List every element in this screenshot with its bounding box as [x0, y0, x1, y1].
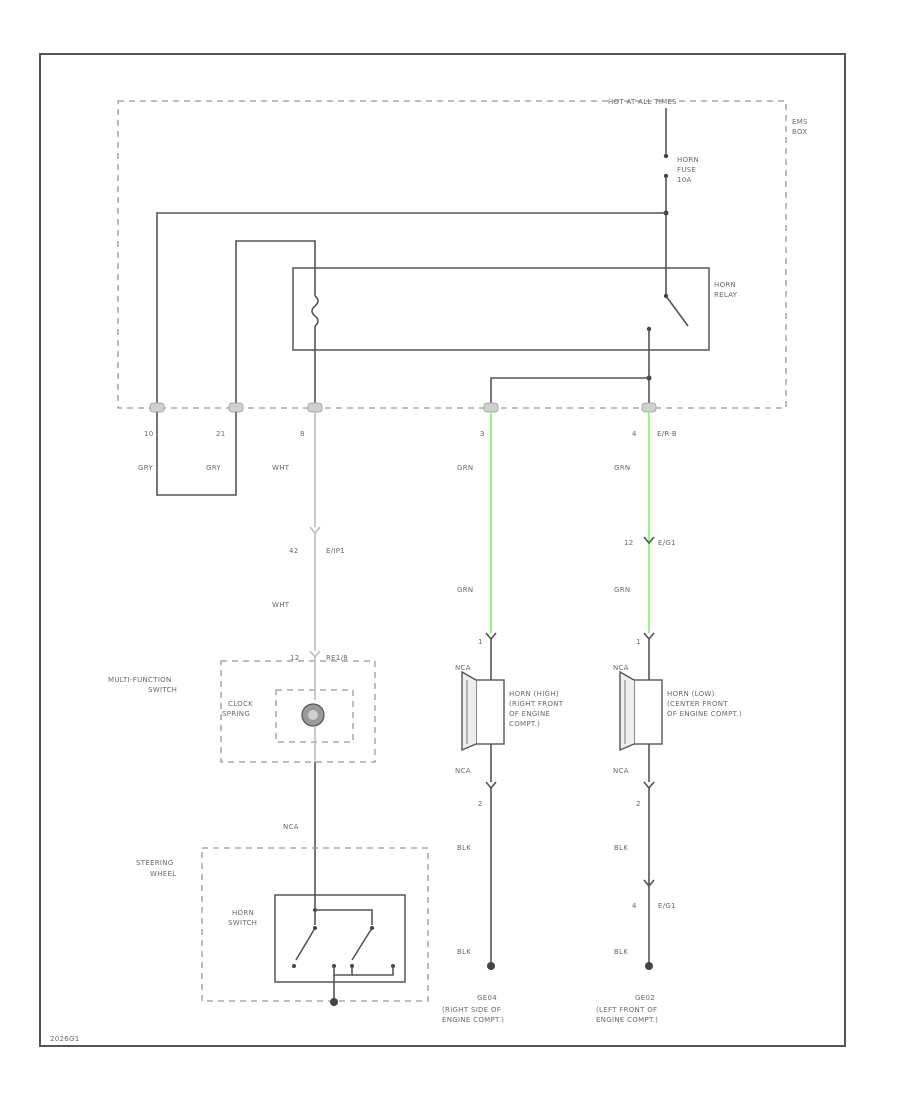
multifunction-switch-outline	[220, 660, 376, 763]
horn-relay-label-1: HORN	[714, 281, 736, 289]
relay-switch-blade	[665, 295, 689, 327]
clock-spring-icon-inner	[308, 710, 318, 720]
horn-high-pin-bot: 2	[478, 800, 483, 808]
ground-ge04-line1: (RIGHT SIDE OF	[442, 1006, 501, 1014]
horn-fuse-terminal-top	[663, 153, 669, 159]
connector-pin21	[228, 402, 244, 413]
wire-color-gry-21: GRY	[206, 464, 221, 472]
pin-connector-e-r-b: E/R-B	[657, 430, 677, 438]
connector-c3-pin: 12	[624, 539, 634, 547]
connector-e-g1-symbol	[643, 536, 655, 545]
ground-ge02-id: GE02	[635, 994, 655, 1002]
wire-color-wht-top: WHT	[272, 464, 290, 472]
wire-pin21-coil	[235, 240, 316, 406]
horn-high-label-4: COMPT.)	[509, 720, 540, 728]
ems-box-label-2: BOX	[792, 128, 807, 136]
wire-color-wht-mid: WHT	[272, 601, 290, 609]
pin-label-21: 21	[216, 430, 226, 438]
multifunction-switch-label-2: SWITCH	[148, 686, 177, 694]
horn-high-terminal-bottom	[485, 781, 497, 790]
horn-high-icon	[461, 639, 505, 782]
horn-high-label-1: HORN (HIGH)	[509, 690, 559, 698]
clock-spring-label-2: SPRING	[222, 710, 250, 718]
horn-fuse-label-3: 10A	[677, 176, 692, 184]
horn-fuse-label-1: HORN	[677, 156, 699, 164]
pin-label-4: 4	[632, 430, 637, 438]
connector-c3-name: E/G1	[658, 539, 676, 547]
wire-pin3-feed	[490, 377, 649, 406]
ems-connector-pins	[149, 402, 657, 413]
wire-color-grn-3-mid: GRN	[457, 586, 473, 594]
wire-color-gry-10: GRY	[138, 464, 153, 472]
pin-label-3: 3	[480, 430, 485, 438]
ground-ge04-dot	[487, 962, 495, 970]
ground-ge02-line1: (LEFT FRONT OF	[596, 1006, 657, 1014]
wire-color-grn-4-top: GRN	[614, 464, 630, 472]
horn-low-label-1: HORN (LOW)	[667, 690, 715, 698]
horn-fuse-label-2: FUSE	[677, 166, 696, 174]
wire-color-nca-high-top: NCA	[455, 664, 471, 672]
pin-label-8: 8	[300, 430, 305, 438]
connector-e-g1-lower-symbol	[643, 879, 655, 888]
ems-box-outline	[117, 100, 787, 409]
connector-pin4	[641, 402, 657, 413]
horn-low-label-3: OF ENGINE COMPT.)	[667, 710, 742, 718]
wire-color-nca-low-top: NCA	[613, 664, 629, 672]
horn-relay-label-2: RELAY	[714, 291, 738, 299]
wire-color-nca-low-bot: NCA	[613, 767, 629, 775]
wire-color-blk-high-bot: BLK	[457, 948, 471, 956]
wire-color-grn-4-mid: GRN	[614, 586, 630, 594]
connector-pin10	[149, 402, 165, 413]
horn-high-label-3: OF ENGINE	[509, 710, 550, 718]
connector-c1-name: E/IP1	[326, 547, 345, 555]
ems-box-label-1: EMS	[792, 118, 808, 126]
horn-low-terminal-top	[643, 632, 655, 641]
horn-low-terminal-bottom	[643, 781, 655, 790]
wire-color-grn-3-top: GRN	[457, 464, 473, 472]
connector-re1-8-symbol	[309, 650, 321, 659]
footer-code: 2026G1	[50, 1035, 80, 1043]
horn-switch-box	[274, 894, 406, 983]
steering-wheel-outline	[201, 847, 429, 1002]
pin-label-10: 10	[144, 430, 154, 438]
horn-low-label-2: (CENTER FRONT	[667, 700, 728, 708]
wire-color-nca-clock: NCA	[283, 823, 299, 831]
connector-c1-pin: 42	[289, 547, 299, 555]
horn-switch-contacts	[292, 908, 395, 1006]
wire-pin10-feed	[156, 212, 666, 406]
wire-color-nca-high-bot: NCA	[455, 767, 471, 775]
ground-ge02-line2: ENGINE COMPT.)	[596, 1016, 658, 1024]
ground-ge04-id: GE04	[477, 994, 497, 1002]
horn-switch-label-1: HORN	[232, 909, 254, 917]
horn-high-label-2: (RIGHT FRONT	[509, 700, 564, 708]
hot-at-all-times-label: HOT AT ALL TIMES	[608, 98, 677, 106]
horn-high-pin-top: 1	[478, 638, 483, 646]
horn-low-icon	[619, 639, 663, 782]
relay-coil	[311, 295, 319, 327]
wire-color-blk-low-mid: BLK	[614, 844, 628, 852]
multifunction-switch-label-1: MULTI-FUNCTION	[108, 676, 172, 684]
ground-ge02-dot	[645, 962, 653, 970]
horn-low-pin-top: 1	[636, 638, 641, 646]
connector-pin3	[483, 402, 499, 413]
horn-relay-box	[292, 267, 710, 351]
clock-spring-label-1: CLOCK	[228, 700, 253, 708]
diagram-frame	[39, 53, 846, 1047]
steering-wheel-label-1: STEERING	[136, 859, 174, 867]
horn-switch-label-2: SWITCH	[228, 919, 257, 927]
connector-pin8	[307, 402, 323, 413]
wire-gry-loop	[156, 412, 237, 496]
wire-color-blk-high-mid: BLK	[457, 844, 471, 852]
steering-wheel-label-2: WHEEL	[150, 870, 176, 878]
ground-ge04-line2: ENGINE COMPT.)	[442, 1016, 504, 1024]
connector-e-ip1-symbol	[309, 526, 321, 535]
wire-color-blk-low-bot: BLK	[614, 948, 628, 956]
connector-c2-name: RE1/8	[326, 654, 348, 662]
connector-c4-pin: 4	[632, 902, 637, 910]
horn-low-pin-bot: 2	[636, 800, 641, 808]
connector-c2-pin: 12	[290, 654, 300, 662]
connector-c4-name: E/G1	[658, 902, 676, 910]
horn-high-terminal-top	[485, 632, 497, 641]
